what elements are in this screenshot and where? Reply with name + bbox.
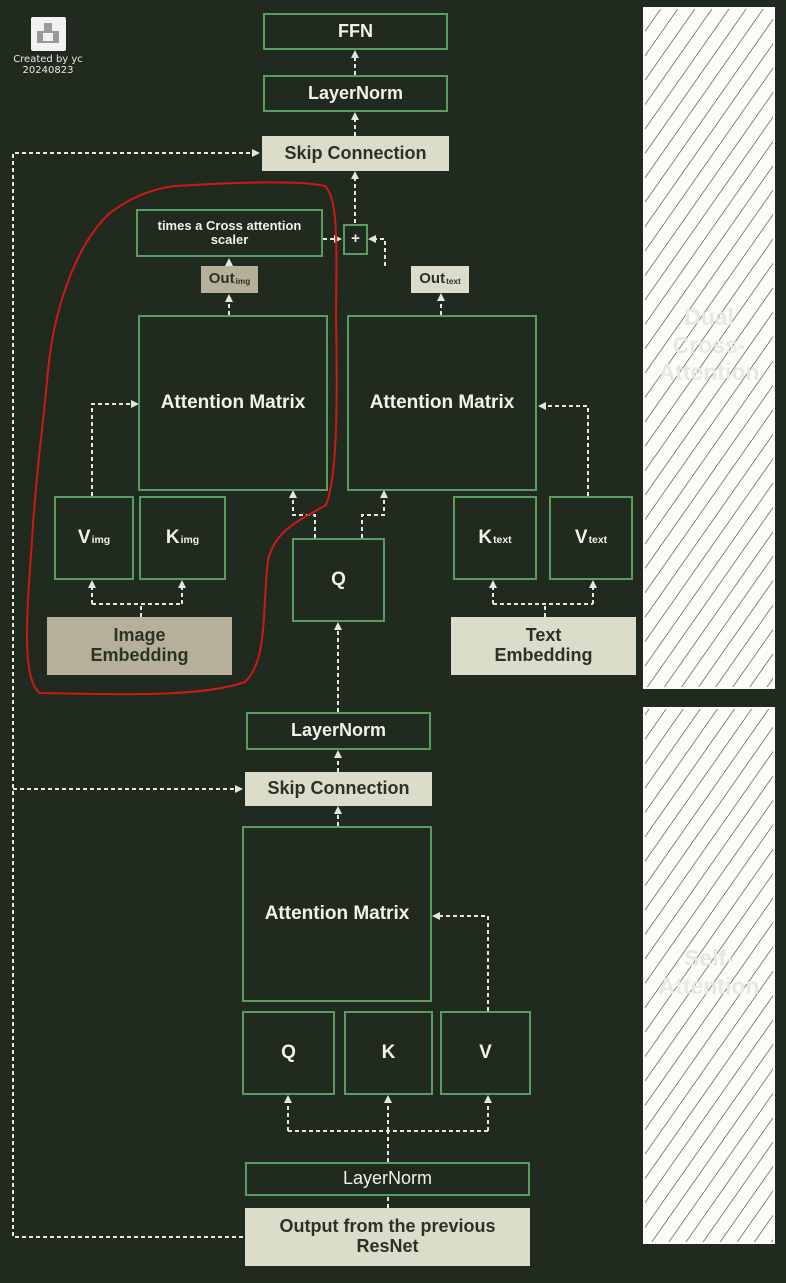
image-embedding-box: Image Embedding (47, 617, 232, 675)
layernorm-mid-box: LayerNorm (246, 712, 431, 750)
attention-matrix-self: Attention Matrix (242, 826, 432, 1002)
v-text-subscript: text (588, 534, 608, 546)
cross-attention-scaler-box: times a Cross attention scaler (136, 209, 323, 257)
skip-connection-top-box: Skip Connection (262, 136, 449, 171)
attention-matrix-text: Attention Matrix (347, 315, 537, 491)
credit-line1: Created by yc (13, 54, 83, 65)
previous-resnet-output-box: Output from the previous ResNet (245, 1208, 530, 1266)
q-cross-box: Q (292, 538, 385, 622)
attention-matrix-image: Attention Matrix (138, 315, 328, 491)
v-text-label: V (574, 526, 588, 548)
credit-line2: 20240823 (22, 64, 74, 76)
k-img-label: K (165, 526, 180, 548)
k-img-subscript: img (180, 534, 200, 546)
layernorm-bottom-box: LayerNorm (245, 1162, 530, 1196)
k-text-subscript: text (493, 534, 512, 546)
layernorm-top-box: LayerNorm (263, 75, 448, 112)
self-attention-label: Self-Attention (658, 945, 760, 999)
v-img-label: V (77, 526, 91, 548)
credit-text: Created by yc 20240823 (10, 54, 86, 76)
text-embedding-box: Text Embedding (451, 617, 636, 675)
out-text-subscript: text (446, 277, 461, 287)
plus-node: + (343, 224, 368, 255)
v-self-box: V (440, 1011, 531, 1095)
k-self-box: K (344, 1011, 433, 1095)
v-img-subscript: img (91, 534, 111, 546)
out-img-subscript: img (235, 277, 251, 287)
ffn-box: FFN (263, 13, 448, 50)
out-img-label: Out (208, 270, 235, 288)
out-text-label: Out (419, 270, 446, 288)
q-self-box: Q (242, 1011, 335, 1095)
dual-cross-attention-label: Dual Cross-Attention (658, 304, 760, 386)
skip-connection-mid-box: Skip Connection (245, 772, 432, 806)
k-text-label: K (478, 526, 493, 548)
logo-icon (31, 17, 66, 51)
